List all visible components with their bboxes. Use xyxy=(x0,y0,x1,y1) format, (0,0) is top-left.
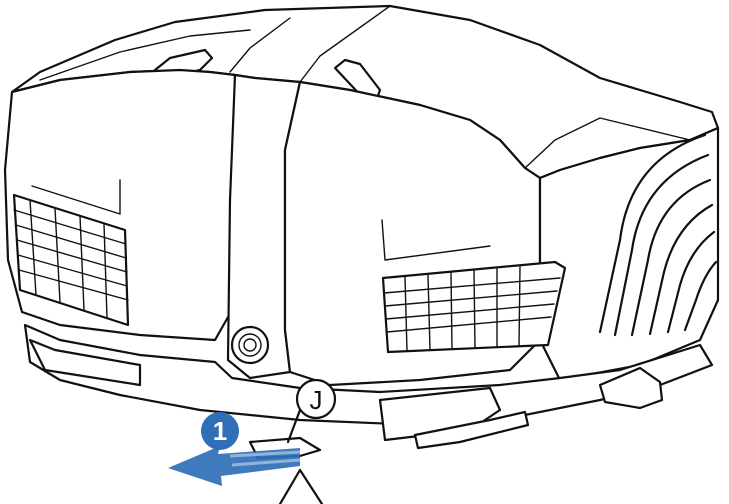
step-badge-icon: 1 xyxy=(201,412,239,450)
lens-port xyxy=(230,325,270,365)
callout-letter: J xyxy=(310,385,323,415)
projector-body xyxy=(3,4,720,460)
step-number: 1 xyxy=(213,416,227,446)
direction-arrow-icon xyxy=(168,446,301,486)
callout-j: J xyxy=(278,378,337,504)
left-vent-grille xyxy=(12,179,130,327)
base-and-feet xyxy=(23,323,714,450)
front-vent-grille xyxy=(381,219,567,354)
side-vent-curves xyxy=(598,133,718,337)
